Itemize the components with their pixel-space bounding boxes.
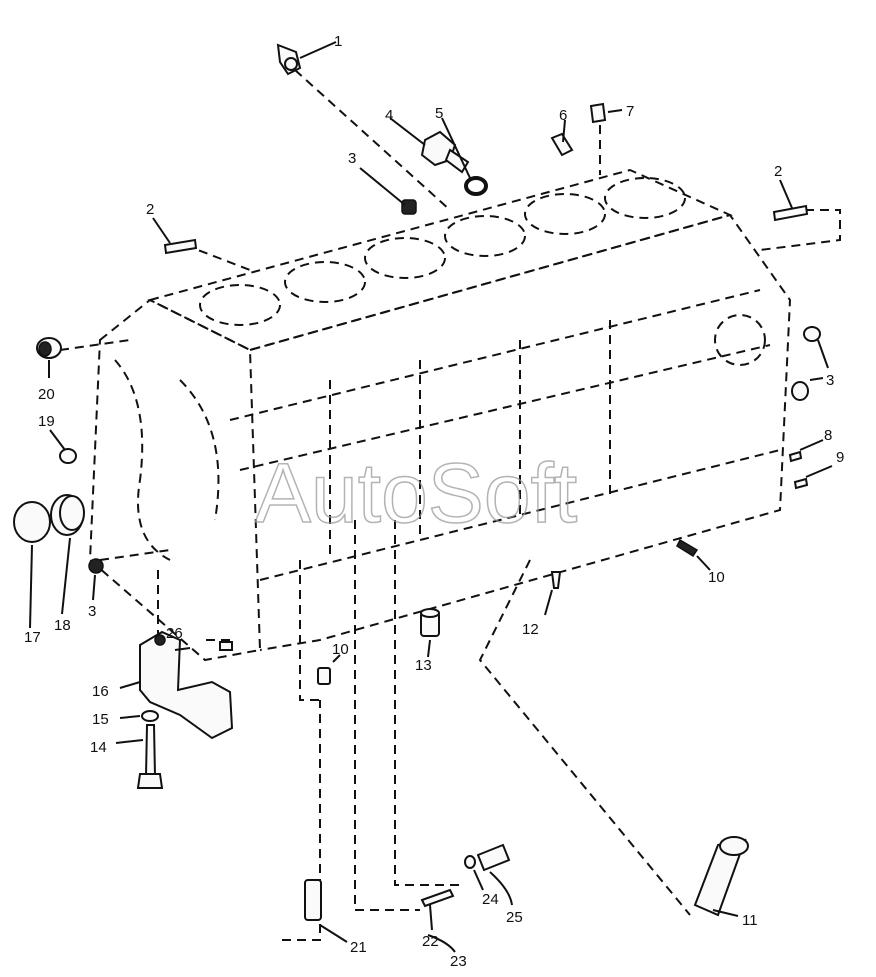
part-12-pin — [550, 571, 562, 589]
part-13-bushing — [420, 608, 440, 637]
part-14-bolt — [136, 724, 164, 789]
callout-13: 13 — [415, 657, 432, 674]
callout-22: 22 — [422, 933, 439, 950]
part-18-sleeve — [50, 494, 85, 536]
callout-18: 18 — [54, 617, 71, 634]
part-15-washer — [141, 710, 159, 722]
part-21-fitting — [304, 879, 322, 921]
watermark: AutoSoft — [255, 446, 577, 540]
part-9-dowel — [793, 477, 809, 490]
part-24-25-fitting — [464, 843, 511, 872]
callout-21: 21 — [350, 939, 367, 956]
part-4-sensor — [420, 130, 470, 174]
part-2-stud-left — [163, 238, 198, 255]
part-22-valve — [420, 888, 455, 908]
callout-4: 4 — [385, 107, 393, 124]
callout-7: 7 — [626, 103, 634, 120]
part-7-cap — [589, 102, 607, 124]
callout-20: 20 — [38, 386, 55, 403]
part-20-plug — [36, 337, 62, 359]
callout-19: 19 — [38, 413, 55, 430]
callout-23: 23 — [450, 953, 467, 970]
callout-labels: 1 2 2 3 3 3 4 5 6 7 8 9 10 10 11 12 13 1… — [24, 33, 844, 970]
callout-5: 5 — [435, 105, 443, 122]
part-10-stud-lower — [317, 667, 331, 685]
part-3-plug-front — [88, 558, 104, 574]
part-3-plug-upper-right — [803, 326, 821, 342]
callout-9: 9 — [836, 449, 844, 466]
callout-17: 17 — [24, 629, 41, 646]
part-8-dowel — [788, 450, 803, 463]
part-11-tube — [693, 836, 749, 917]
callout-11: 11 — [742, 912, 758, 929]
part-2-stud-right — [772, 204, 809, 222]
callout-26: 26 — [166, 625, 183, 642]
part-1-fitting — [276, 43, 302, 76]
part-3-plug-top — [401, 199, 417, 215]
part-10-stud-right — [676, 538, 699, 558]
callout-24: 24 — [482, 891, 499, 908]
callout-10-right: 10 — [708, 569, 725, 586]
callout-16: 16 — [92, 683, 109, 700]
part-16-main-bearing-cap — [139, 630, 234, 740]
engine-block — [88, 168, 792, 662]
callout-2-left: 2 — [146, 201, 154, 218]
callout-12: 12 — [522, 621, 539, 638]
callout-2-right: 2 — [774, 163, 782, 180]
assembly-lines — [59, 69, 841, 941]
callout-3-top: 3 — [348, 150, 356, 167]
part-17-cup-plug — [13, 501, 51, 543]
callout-10-lower: 10 — [332, 641, 349, 658]
part-5-seal-ring — [464, 176, 488, 196]
part-3-plug-right — [791, 381, 809, 401]
callout-15: 15 — [92, 711, 109, 728]
callout-25: 25 — [506, 909, 523, 926]
callout-3-right: 3 — [826, 372, 834, 389]
callout-6: 6 — [559, 107, 567, 124]
callout-8: 8 — [824, 427, 832, 444]
callout-leaders — [29, 41, 833, 953]
part-19-pin — [59, 448, 77, 464]
part-6-plug — [550, 132, 574, 157]
callout-1: 1 — [334, 33, 342, 50]
callout-3-front: 3 — [88, 603, 96, 620]
part-26-dowel — [219, 641, 233, 651]
callout-14: 14 — [90, 739, 107, 756]
